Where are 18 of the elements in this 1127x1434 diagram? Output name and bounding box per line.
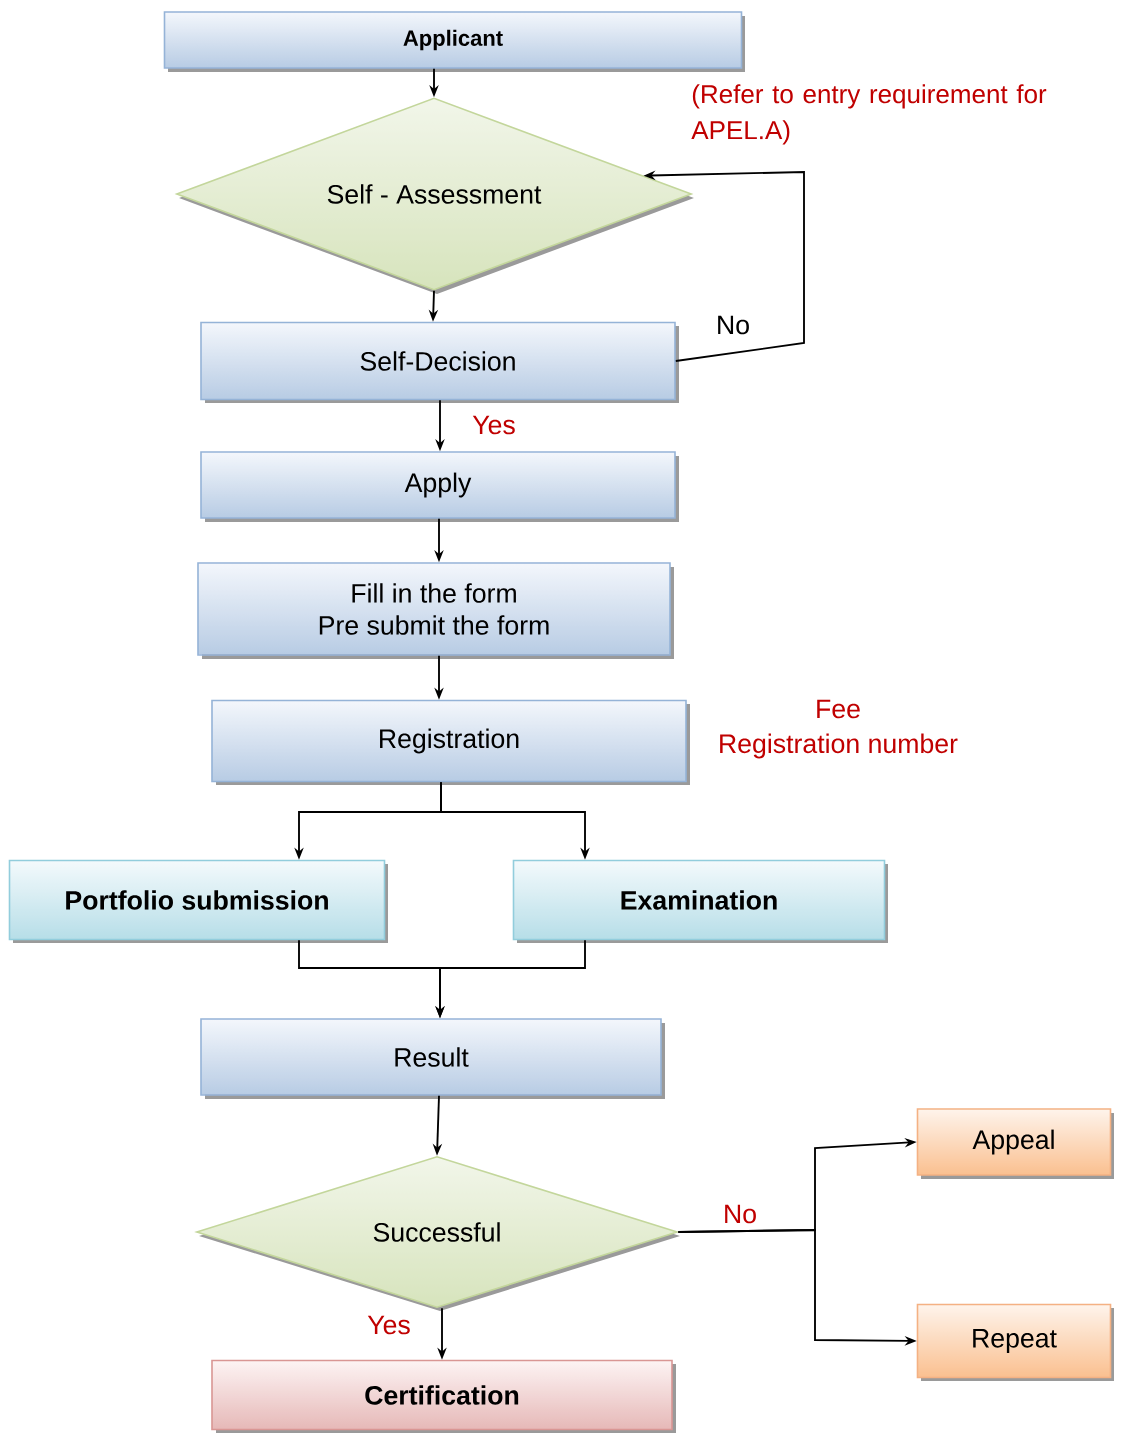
edge-label: No: [714, 314, 752, 336]
process-box: Apply: [200, 451, 679, 522]
process-box: Examination: [512, 859, 888, 943]
annotation: Registration number: [720, 733, 958, 759]
process-box: Portfolio submission: [8, 859, 388, 943]
edge-label: Yes: [365, 1314, 413, 1336]
process-box: Registration: [211, 699, 690, 785]
note: (Refer to entry requirement for APEL.A): [691, 84, 1047, 145]
process-box: Appeal: [916, 1108, 1114, 1179]
process-box: Repeat: [916, 1303, 1114, 1381]
process-box: Fill in the form Pre submit the form: [197, 562, 674, 659]
process-box: Certification: [211, 1359, 676, 1433]
edge-label: No: [721, 1203, 759, 1225]
edge-label: Yes: [470, 414, 518, 436]
process-box: Applicant: [163, 11, 745, 72]
process-box: Result: [200, 1018, 665, 1099]
process-box: Self-Decision: [200, 321, 679, 403]
annotation: Fee: [817, 699, 860, 719]
